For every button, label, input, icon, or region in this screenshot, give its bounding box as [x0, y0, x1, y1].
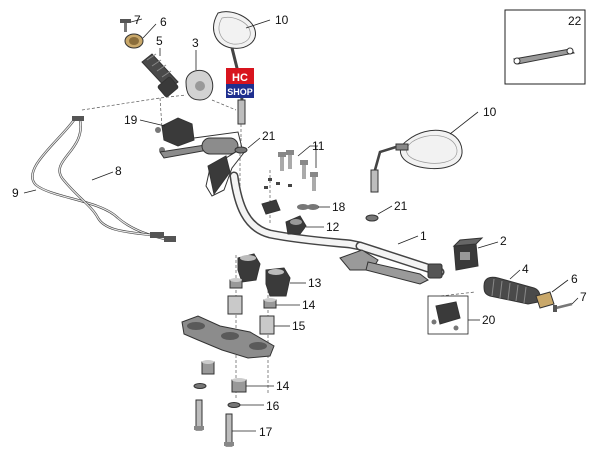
screw-part-7-right [553, 302, 573, 312]
spacers-part-15 [227, 295, 275, 335]
callout-15: 15 [292, 319, 306, 333]
grip-end-cap-part-6-right [535, 291, 555, 309]
callout-21-left: 21 [262, 129, 276, 143]
callout-14-bottom: 14 [276, 379, 290, 393]
bushing-part-14-bottom [201, 360, 247, 393]
clutch-clamp-part-19 [155, 117, 195, 153]
callout-22: 22 [568, 14, 582, 28]
throttle-housing-part-3 [185, 69, 214, 101]
callout-16: 16 [266, 399, 280, 413]
clutch-lever [159, 131, 247, 197]
callout-10-right: 10 [483, 105, 497, 119]
switch-housing-part-20 [427, 295, 469, 335]
small-washers [264, 178, 292, 189]
callout-12: 12 [326, 220, 340, 234]
logo-line-1: HC [232, 72, 248, 84]
handlebar-part-1 [229, 171, 445, 277]
bolts-part-11 [278, 150, 318, 191]
callout-5: 5 [156, 34, 163, 48]
brake-lever [339, 249, 443, 285]
cable-part-8 [58, 116, 176, 242]
callout-13: 13 [308, 276, 322, 290]
callout-7-right: 7 [580, 290, 587, 304]
hc-shop-logo: HC SHOP [226, 68, 254, 98]
cable-part-9 [31, 118, 172, 242]
right-grip-part-4 [483, 276, 541, 305]
callout-9: 9 [12, 186, 19, 200]
risers-part-13 [237, 253, 291, 297]
callout-19: 19 [124, 113, 138, 127]
callout-11: 11 [312, 139, 325, 153]
grip-end-cap-part-6-top [124, 33, 144, 49]
callout-8: 8 [115, 164, 122, 178]
callout-7-top: 7 [134, 13, 141, 27]
inset-box-22: 22 [504, 9, 586, 85]
right-mirror-part-10 [370, 129, 463, 193]
callout-18: 18 [332, 200, 346, 214]
bushing-part-14-top [229, 278, 277, 309]
callout-3: 3 [192, 36, 199, 50]
washer-part-21-left [234, 146, 248, 154]
callout-14-top: 14 [302, 298, 316, 312]
callout-6-right: 6 [571, 272, 578, 286]
callout-20: 20 [482, 313, 496, 327]
callout-4: 4 [522, 262, 529, 276]
logo-line-2: SHOP [227, 87, 253, 97]
callout-21-right: 21 [394, 199, 408, 213]
callout-17: 17 [259, 425, 273, 439]
callout-2: 2 [500, 234, 507, 248]
switch-unit-part-2 [452, 237, 484, 271]
left-grip-part-5 [141, 53, 179, 98]
callout-10-left: 10 [275, 13, 289, 27]
riser-clamp-part-12 [285, 215, 307, 235]
clamp-bolt-part-18 [261, 199, 319, 215]
bracket-part-22 [513, 47, 576, 65]
callout-6-top: 6 [160, 15, 167, 29]
callout-1: 1 [420, 229, 427, 243]
upper-triple-clamp [181, 315, 275, 359]
screw-part-7-top [120, 19, 131, 32]
long-bolts-part-17 [194, 399, 234, 447]
washer-part-21-right [365, 214, 379, 222]
